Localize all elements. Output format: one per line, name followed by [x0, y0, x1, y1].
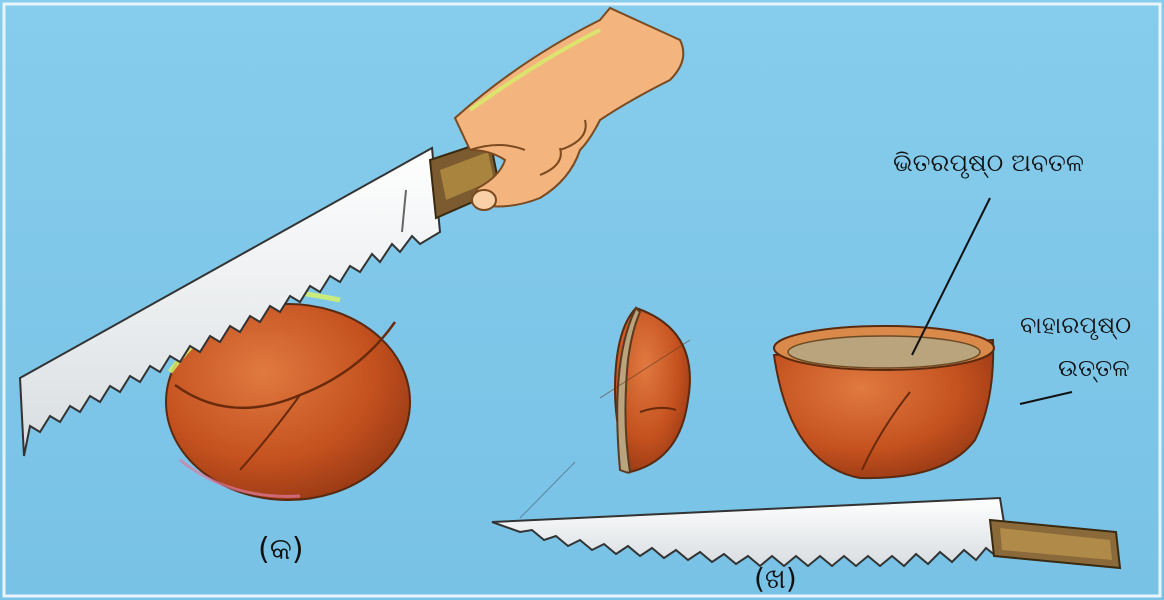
inner-surface-label: ଭିତରପୃଷ୍ଠ ଅବତଳ: [893, 150, 1084, 175]
outer-surface-label-line1: ବାହାରପୃଷ୍ଠ: [1020, 313, 1131, 337]
outer-surface-label-line2: ଉତ୍ତଳ: [1058, 356, 1130, 380]
panel-b-caption: (ଖ): [754, 565, 797, 593]
panel-a-caption: (କ): [258, 535, 304, 565]
